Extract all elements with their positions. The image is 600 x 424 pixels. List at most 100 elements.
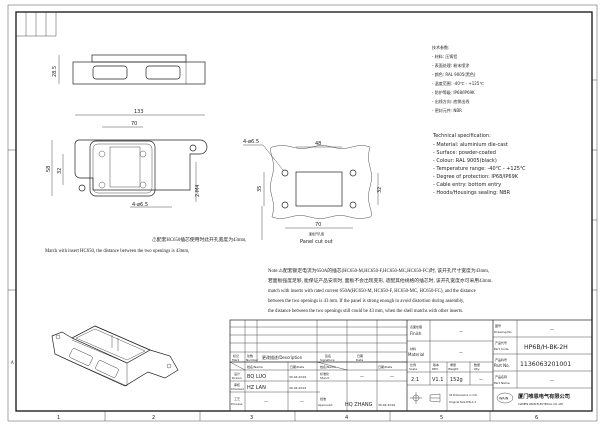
rev-label: REV. [432,367,439,371]
checked-date: 30.04.2019 [289,386,306,390]
spec-en-line: - Temperature range: -40℃ - +125℃ [433,166,526,172]
part-no-label-cn: 产品料号 [495,357,507,362]
company-logo: WAIN [496,392,514,404]
process-label-cn: 工艺 [234,396,240,401]
zone-3: 3 [250,415,253,421]
note-line: 若面板强度足够, 能保证产品安装时, 面板不会出现变形, 适配其他规格的插芯时,… [268,277,493,284]
number-label-cn: 处数 [247,353,253,358]
stand-date: — [390,374,394,379]
spec-cn-line: - 材料: 压铸铝 [432,53,457,59]
qty-label-cn: 数量 [474,362,480,367]
technical-spec: 技术参数: - 材料: 压铸铝 - 表面处理: 粉末喷涂 - 颜色: RAL 9… [432,44,526,196]
date-label-cn: 日期 [357,353,363,358]
spec-en-line: - Degree of protection: IP68/IP69K [433,174,519,180]
spec-cn-line: - 表面处理: 粉末喷涂 [432,62,469,68]
date-header-2: 日期/Date [378,364,392,369]
rev-label-cn: 版本 [433,362,439,367]
scale-value: 2:1 [411,377,419,383]
insert-note-cn: ⚠配套HC650插芯使用时此开孔宽度为43mm, [152,236,246,243]
panel-cutout-view: 48 35 32 70 4-ø6.5 面板开孔图 Panel cut out [243,139,383,245]
date-label: Date [356,358,363,362]
note-line: between the two openings is 43 mm. If th… [268,299,464,304]
name-header: 姓名/Name [247,364,263,369]
note-line: the distance between the two openings st… [268,309,463,314]
finish-label: Finish [410,331,422,336]
mark-label: Mark [232,358,240,362]
first-angle-projection-icon [410,392,441,404]
spec-en-line: - Hoods/Housings sealing: NBR [433,190,511,196]
insert-note-en: Match with insert HC650, the distance be… [45,249,189,254]
approved-name: HQ ZHANG [345,402,373,408]
dim-cut-height: 35 [257,186,263,192]
scale-label-cn: 比例 [410,362,416,367]
finish-value: — [459,329,463,334]
material-label-cn: 材料 [410,346,416,351]
name-header-2: 姓名/Name [320,364,336,369]
scale-label: Scale [409,367,417,371]
drawing-no-value: — [550,327,554,332]
rev-value: V1.1 [432,377,443,383]
checked-label: Checked [231,387,244,391]
company-name-en: XIAMEN WAIN ELECTRICAL CO.,LTD [518,402,563,406]
dim-depth: 58 [46,166,52,172]
dim-length: 133 [134,109,144,115]
zone-2: 2 [152,415,155,421]
part-name-label-cn: 产品名称 [495,374,507,379]
part-name-label: Part Name [494,381,510,385]
checked-label-cn: 审核 [234,382,240,387]
spec-cn-line: - 密封元件: NBR [432,107,462,113]
dim-cut-pitch: 70 [315,222,321,228]
drawn-date: 30.04.2019 [289,375,306,379]
mark-label-cn: 标记 [233,353,239,358]
signature-label-cn: 签名 [325,353,331,358]
process-name: — [264,399,268,404]
part-code-label: Part Code [494,347,509,351]
dim-cut-width: 48 [315,141,321,147]
drawing-no-label-cn: 图号 [495,323,501,328]
qty-value: — [479,377,483,382]
dim-cut-holes: 4-ø6.5 [243,139,259,145]
part-code-value: HP6B/H-BK-2H [524,344,568,351]
zone-5: 5 [440,415,443,421]
inner-frame [15,11,593,412]
top-view: 133 70 58 32 2-M4 4-ø6.5 [46,109,208,208]
description-label: 更改描述/Description [262,354,303,360]
original-size-note: Original Size DIN A 4 [449,400,476,404]
dim-hole-pitch: 32 [57,168,63,174]
stand-label: Stand. [320,376,330,380]
isometric-view [51,325,179,387]
title-block: 标记 Mark 处数 Number 更改描述/Description 签名 Si… [229,319,593,412]
material-label: Material [408,352,424,357]
dimension-note: All Dimensions in mm [449,393,478,397]
approved-date: 30.04.2019 [378,403,395,407]
spec-cn-line: - 颜色: RAL 9005(黑色) [432,71,476,77]
date-header: 日期/Date [290,364,304,369]
spec-en-line: - Cable entry: bottom entry [433,182,501,188]
part-name-value: — [550,378,554,383]
dim-cut-hole-pitch: 32 [377,187,383,193]
stand-name: — [360,374,364,379]
note-line: Note:⚠配套额定电流为650A的插芯(HC650-M,HC650-F,HC6… [268,267,489,274]
drawing-no-label: Drawing No. [494,330,512,334]
side-view: 28.5 [52,54,206,85]
zone-markers: 1 2 3 4 5 6 A [8,79,597,421]
outer-border [7,4,598,422]
drawn-label-cn: 设计 [234,371,240,376]
top-left-registration-box [15,11,57,37]
spec-en-line: - Material: aluminium die-cast [433,142,508,148]
dim-pitch: 70 [131,121,137,127]
zone-1: 1 [57,415,60,421]
spec-en-line: Technical specification: [432,133,491,139]
zone-6: 6 [535,415,538,421]
signature-label: Signature [320,358,335,362]
spec-cn-line: - 防护等级: IP68/IP69K [432,89,475,95]
row-letter: A [11,360,14,365]
approved-label-cn: 批准 [320,396,326,401]
spec-en-line: - Colour: RAL 9005(black) [433,158,497,164]
weight-label: Weight [448,367,459,371]
panel-label-en: Panel cut out [300,239,333,245]
part-code-label-cn: 产品代号 [495,340,507,345]
weight-value: 152g [450,377,463,383]
dim-holes: 4-ø6.5 [132,202,148,208]
